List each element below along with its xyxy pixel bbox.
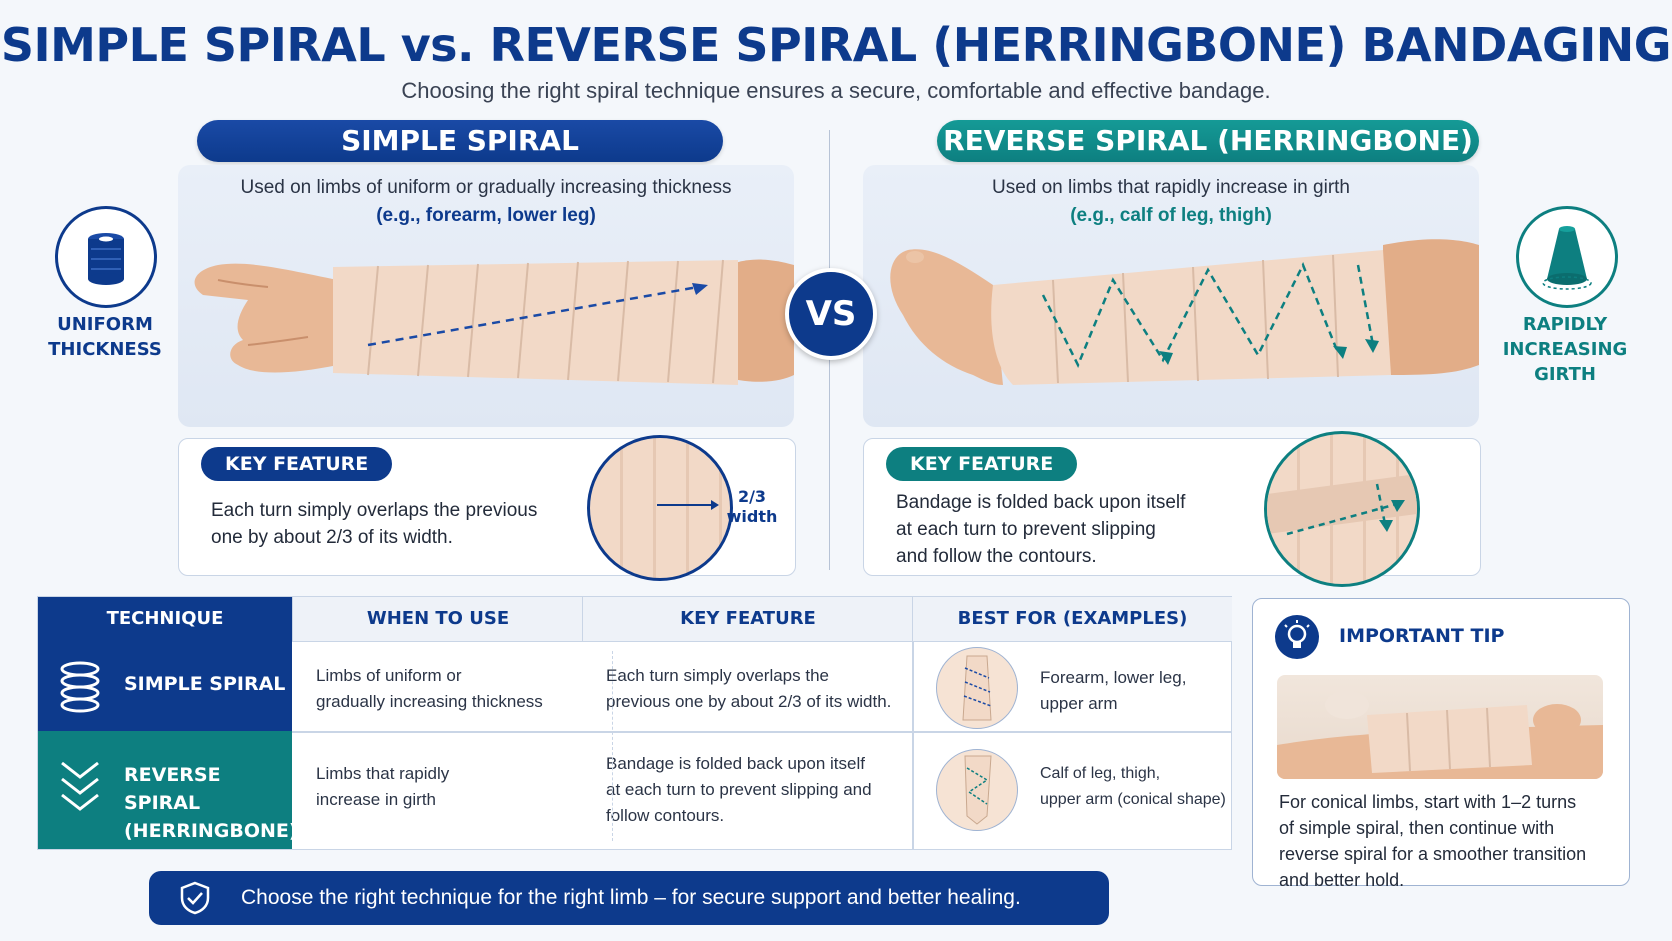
table-header-when: WHEN TO USE — [292, 597, 583, 642]
simple-usage-text: Used on limbs of uniform or gradually in… — [240, 177, 732, 198]
row-when: Limbs that rapidly increase in girth — [316, 764, 450, 809]
leg-bandage-illustration — [890, 239, 1479, 385]
reverse-usage-text: Used on limbs that rapidly increase in g… — [991, 177, 1350, 198]
simple-key-feature-text: Each turn simply overlaps the previous o… — [211, 500, 538, 548]
bandage-roll-icon — [55, 206, 157, 308]
reverse-key-feature-text: Bandage is folded back upon itself at ea… — [896, 492, 1186, 567]
simple-key-feature-box: KEY FEATURE Each turn simply overlaps th… — [178, 435, 796, 581]
row-feature: Bandage is folded back upon itself at ea… — [606, 754, 872, 825]
table-header-technique: TECHNIQUE — [38, 597, 292, 642]
calf-thumbnail — [936, 749, 1018, 831]
reverse-spiral-panel: Used on limbs that rapidly increase in g… — [863, 165, 1479, 427]
overlap-label: 2/3 width — [726, 487, 778, 526]
footer-text: Choose the right technique for the right… — [241, 886, 1021, 909]
row-feature: Each turn simply overlaps the previous o… — [606, 666, 892, 711]
fold-zoom-circle — [1264, 431, 1420, 587]
simple-key-feature-title: KEY FEATURE — [201, 447, 393, 481]
reverse-examples-text: (e.g., calf of leg, thigh) — [1070, 205, 1272, 226]
tip-text: For conical limbs, start with 1–2 turns … — [1279, 792, 1587, 890]
page-subtitle: Choosing the right spiral technique ensu… — [401, 78, 1271, 103]
reverse-key-feature-title: KEY FEATURE — [886, 447, 1078, 481]
row-when: Limbs of uniform or gradually increasing… — [316, 666, 543, 711]
row-technique: REVERSE SPIRAL (HERRINGBONE) — [124, 764, 298, 842]
forearm-thumbnail — [936, 647, 1018, 729]
knee-bandage-photo — [1277, 675, 1603, 779]
reverse-key-feature-box: KEY FEATURE Bandage is folded back upon … — [863, 431, 1481, 587]
overlap-zoom-circle — [587, 435, 733, 581]
simple-spiral-panel: Used on limbs of uniform or gradually in… — [178, 165, 794, 427]
overlap-arrow — [657, 500, 719, 510]
row-technique: SIMPLE SPIRAL — [124, 673, 286, 695]
row-best-for: Forearm, lower leg, upper arm — [1040, 668, 1187, 713]
table-row: SIMPLE SPIRAL — [38, 641, 292, 731]
simple-examples-text: (e.g., forearm, lower leg) — [376, 205, 596, 226]
simple-spiral-heading: SIMPLE SPIRAL — [197, 120, 723, 162]
shield-check-icon — [180, 881, 210, 915]
cone-icon — [1516, 206, 1618, 308]
uniform-thickness-label: UNIFORM THICKNESS — [48, 314, 162, 360]
tip-title: IMPORTANT TIP — [1339, 625, 1505, 647]
table-row: REVERSE SPIRAL (HERRINGBONE) — [38, 731, 298, 849]
vs-badge: VS — [785, 268, 877, 360]
spiral-icon — [60, 661, 100, 713]
chevrons-down-icon — [61, 761, 99, 811]
rapid-girth-label: RAPIDLY INCREASING GIRTH — [1502, 314, 1628, 385]
table-header-feature: KEY FEATURE — [582, 597, 913, 642]
important-tip-box: IMPORTANT TIP For conical limbs, start w… — [1252, 598, 1630, 890]
lightbulb-icon — [1275, 615, 1319, 659]
reverse-spiral-heading: REVERSE SPIRAL (HERRINGBONE) — [937, 120, 1479, 162]
forearm-bandage-illustration — [194, 259, 794, 385]
footer-banner: Choose the right technique for the right… — [149, 871, 1109, 925]
table-header-best: BEST FOR (EXAMPLES) — [912, 597, 1232, 642]
row-best-for: Calf of leg, thigh, upper arm (conical s… — [1040, 765, 1226, 808]
page-title: SIMPLE SPIRAL vs. REVERSE SPIRAL (HERRIN… — [0, 18, 1672, 72]
comparison-table: TECHNIQUE WHEN TO USE KEY FEATURE BEST F… — [37, 596, 1232, 850]
